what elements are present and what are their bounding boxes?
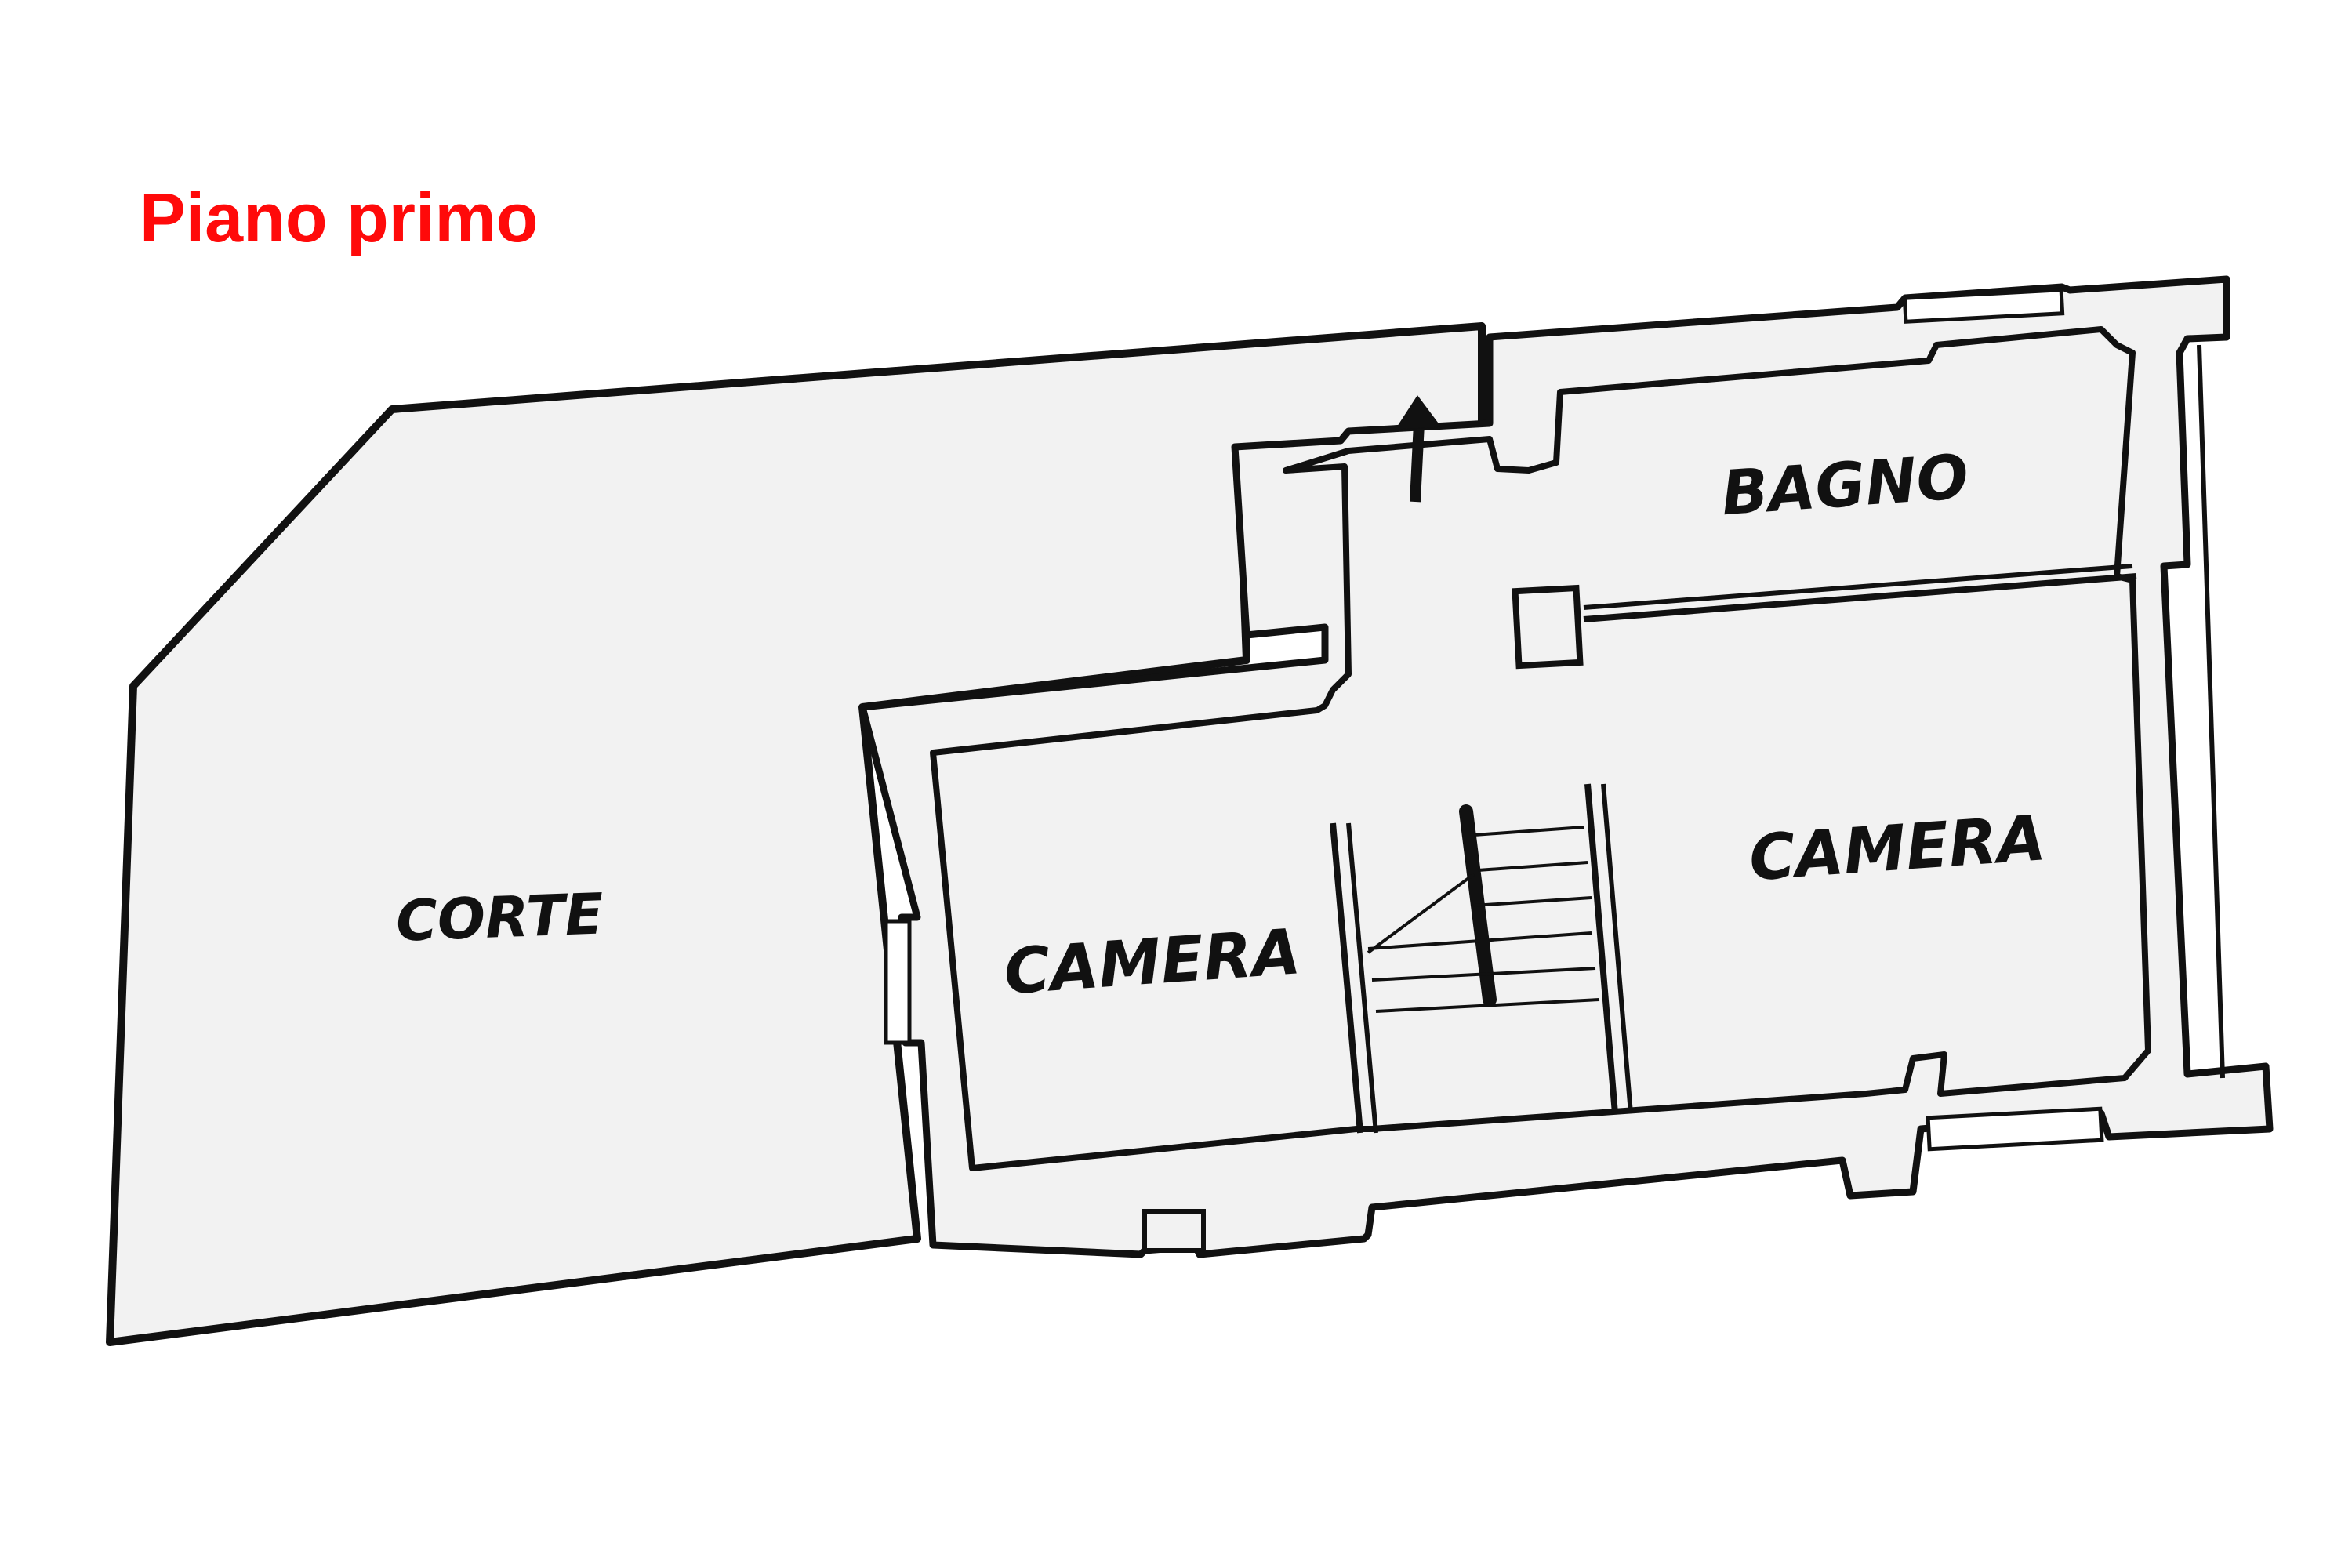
room-label-bagno: BAGNO [1719,442,1971,530]
floor-title: Piano primo [140,179,539,256]
room-label-corte: CORTE [395,881,604,954]
courtyard-area [106,322,1486,1346]
staircase [1367,804,1600,1013]
up-arrow-icon [1395,395,1442,503]
building-walls [858,275,2274,1258]
